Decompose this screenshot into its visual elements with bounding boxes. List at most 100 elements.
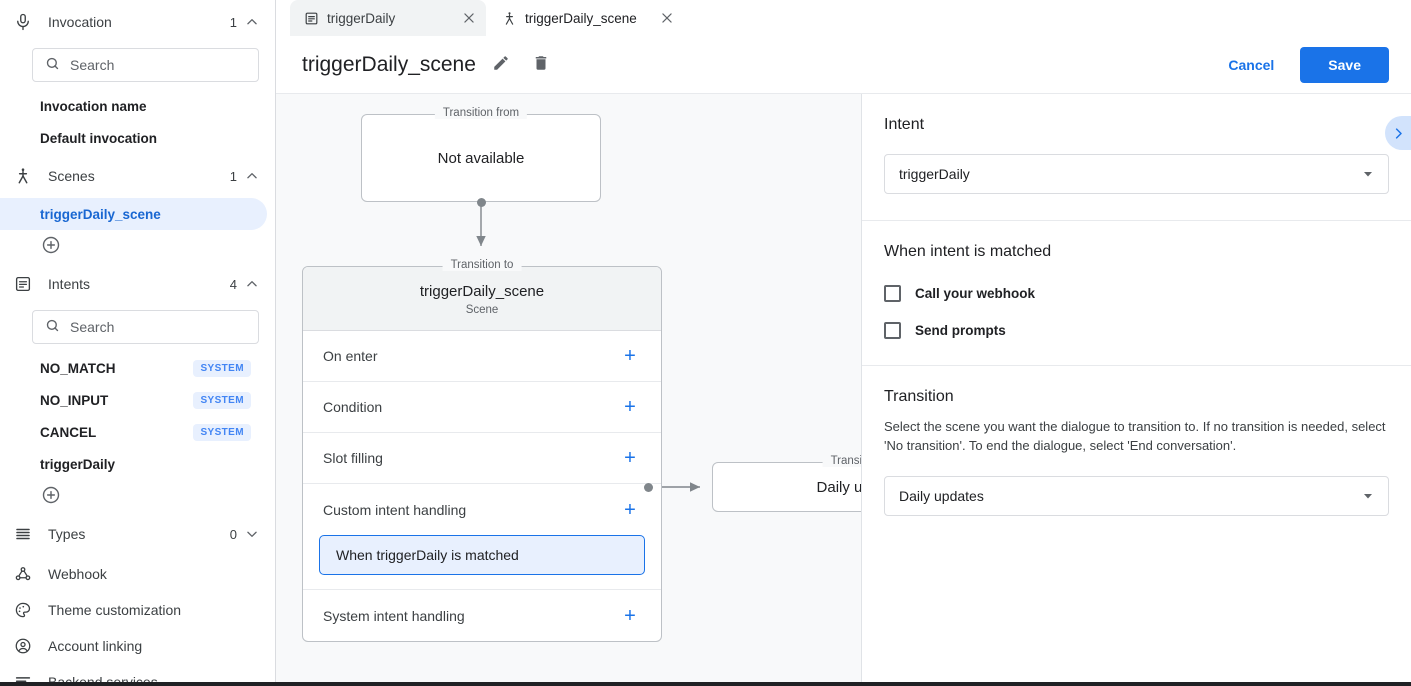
rename-scene-button[interactable] (486, 50, 516, 80)
scene-row-slot-filling[interactable]: Slot filling + (303, 433, 661, 484)
scene-row-label: Slot filling (323, 450, 383, 466)
sidebar-item-label: NO_INPUT (40, 392, 109, 408)
editor-split: Transition from Not available Transition… (276, 94, 1411, 686)
add-condition-button[interactable]: + (619, 396, 641, 418)
invocation-search-box[interactable] (32, 48, 259, 82)
sidebar-item-label: CANCEL (40, 424, 97, 440)
checkbox-send-prompts[interactable] (884, 322, 901, 339)
intent-heading: Intent (884, 116, 925, 133)
add-scene-button[interactable] (40, 234, 62, 256)
scene-card[interactable]: Transition to triggerDaily_scene Scene O… (302, 259, 662, 642)
add-intent-button[interactable] (40, 484, 62, 506)
handler-node-when-triggerdaily-is-matched[interactable]: When triggerDaily is matched (319, 535, 645, 575)
scene-row-label: Condition (323, 399, 383, 415)
chevron-right-icon[interactable] (1385, 116, 1411, 150)
sidebar-item-no-match[interactable]: NO_MATCH SYSTEM (0, 352, 267, 384)
scene-flow-canvas[interactable]: Transition from Not available Transition… (276, 94, 862, 686)
invocation-search-input[interactable] (70, 57, 251, 73)
intent-select[interactable]: triggerDaily (884, 154, 1389, 194)
scene-row-system-intent-handling[interactable]: System intent handling + (303, 590, 661, 641)
add-system-intent-handler-button[interactable]: + (619, 605, 641, 627)
account-circle-icon (14, 634, 40, 658)
custom-intent-handler-wrap: When triggerDaily is matched (303, 535, 661, 590)
sidebar-section-count: 1 (229, 168, 237, 184)
sidebar-item-default-invocation[interactable]: Default invocation (0, 122, 267, 154)
transition-target-text: Daily updates (816, 478, 862, 496)
bottom-strip (0, 682, 1411, 686)
intents-search-input[interactable] (70, 319, 251, 335)
transition-selected-value: Daily updates (899, 487, 984, 504)
sidebar-item-account-linking[interactable]: Account linking (0, 628, 275, 664)
sidebar-item-cancel[interactable]: CANCEL SYSTEM (0, 416, 267, 448)
sidebar-item-label: triggerDaily (40, 456, 116, 472)
pencil-icon (492, 54, 510, 75)
delete-scene-button[interactable] (526, 50, 556, 80)
sidebar-item-triggerdaily[interactable]: triggerDaily (0, 448, 267, 480)
main-area: triggerDaily triggerDaily_scene (276, 0, 1411, 686)
scene-card-subtitle: Scene (465, 304, 499, 316)
transition-target-node[interactable]: Transition to Daily updates (712, 455, 862, 512)
dropdown-caret-icon (1362, 490, 1374, 502)
panel-section-when-intent-matched: When intent is matched Call your webhook… (862, 221, 1411, 366)
cancel-button[interactable]: Cancel (1214, 48, 1288, 82)
sidebar-section-label: Intents (48, 276, 91, 292)
sidebar-item-label: Account linking (48, 638, 143, 654)
sidebar-section-label: Types (48, 526, 86, 542)
add-slot-filling-button[interactable]: + (619, 447, 641, 469)
search-icon (45, 318, 60, 336)
save-button[interactable]: Save (1300, 46, 1389, 83)
chevron-up-icon[interactable] (245, 15, 259, 29)
scene-row-label: Custom intent handling (323, 501, 467, 518)
transition-select[interactable]: Daily updates (884, 475, 1389, 516)
edge-dot-handler (644, 483, 653, 492)
close-icon[interactable] (462, 11, 476, 25)
chevron-up-icon[interactable] (245, 277, 259, 291)
sidebar-section-count: 0 (229, 526, 237, 542)
handler-details-panel: Intent triggerDaily When intent is match… (862, 94, 1411, 686)
sidebar-item-invocation-name[interactable]: Invocation name (0, 90, 267, 122)
intents-search-wrap (0, 306, 275, 352)
status-badge: SYSTEM (193, 359, 251, 377)
scene-row-custom-intent-handling[interactable]: Custom intent handling + (303, 484, 661, 535)
tab-triggerdaily[interactable]: triggerDaily (290, 0, 486, 36)
sidebar-item-webhook[interactable]: Webhook (0, 556, 275, 592)
add-custom-intent-handler-button[interactable]: + (619, 499, 641, 521)
intents-search-box[interactable] (32, 310, 259, 344)
add-scene-row (0, 230, 275, 262)
sidebar-section-scenes[interactable]: Scenes 1 (0, 154, 275, 198)
sidebar-item-label: NO_MATCH (40, 360, 116, 376)
search-icon (45, 56, 60, 74)
sidebar-item-theme-customization[interactable]: Theme customization (0, 592, 275, 628)
checkbox-row-call-your-webhook[interactable]: Call your webhook (884, 285, 1389, 302)
sidebar-section-intents[interactable]: Intents 4 (0, 262, 275, 306)
checkbox-call-your-webhook[interactable] (884, 285, 901, 302)
sidebar-section-types[interactable]: Types 0 (0, 512, 275, 556)
add-intent-row (0, 480, 275, 512)
transition-from-node[interactable]: Transition from Not available (361, 107, 601, 202)
sidebar-item-triggerdaily-scene[interactable]: triggerDaily_scene (0, 198, 267, 230)
transition-to-legend: Transition to (442, 259, 522, 271)
microphone-icon (14, 10, 40, 34)
sidebar-section-invocation[interactable]: Invocation 1 (0, 0, 275, 44)
add-on-enter-button[interactable]: + (619, 345, 641, 367)
transition-target-legend: Transition to (822, 455, 861, 467)
types-lines-icon (14, 522, 40, 546)
scene-card-header: triggerDaily_scene Scene (303, 267, 661, 331)
sidebar-item-label: triggerDaily_scene (40, 206, 161, 222)
dropdown-caret-icon (1362, 168, 1374, 180)
checkbox-label: Call your webhook (915, 286, 1036, 301)
tab-label: triggerDaily (327, 10, 396, 26)
transition-description: Select the scene you want the dialogue t… (884, 419, 1386, 453)
transition-from-legend: Transition from (434, 107, 528, 119)
scene-row-condition[interactable]: Condition + (303, 382, 661, 433)
tab-triggerdaily-scene[interactable]: triggerDaily_scene (488, 0, 684, 36)
checkbox-row-send-prompts[interactable]: Send prompts (884, 322, 1389, 339)
chevron-up-icon[interactable] (245, 169, 259, 183)
scene-row-on-enter[interactable]: On enter + (303, 331, 661, 382)
close-icon[interactable] (660, 11, 674, 25)
chevron-down-icon[interactable] (245, 527, 259, 541)
transition-from-text: Not available (437, 149, 525, 167)
sidebar-item-no-input[interactable]: NO_INPUT SYSTEM (0, 384, 267, 416)
sidebar-section-count: 1 (229, 14, 237, 30)
